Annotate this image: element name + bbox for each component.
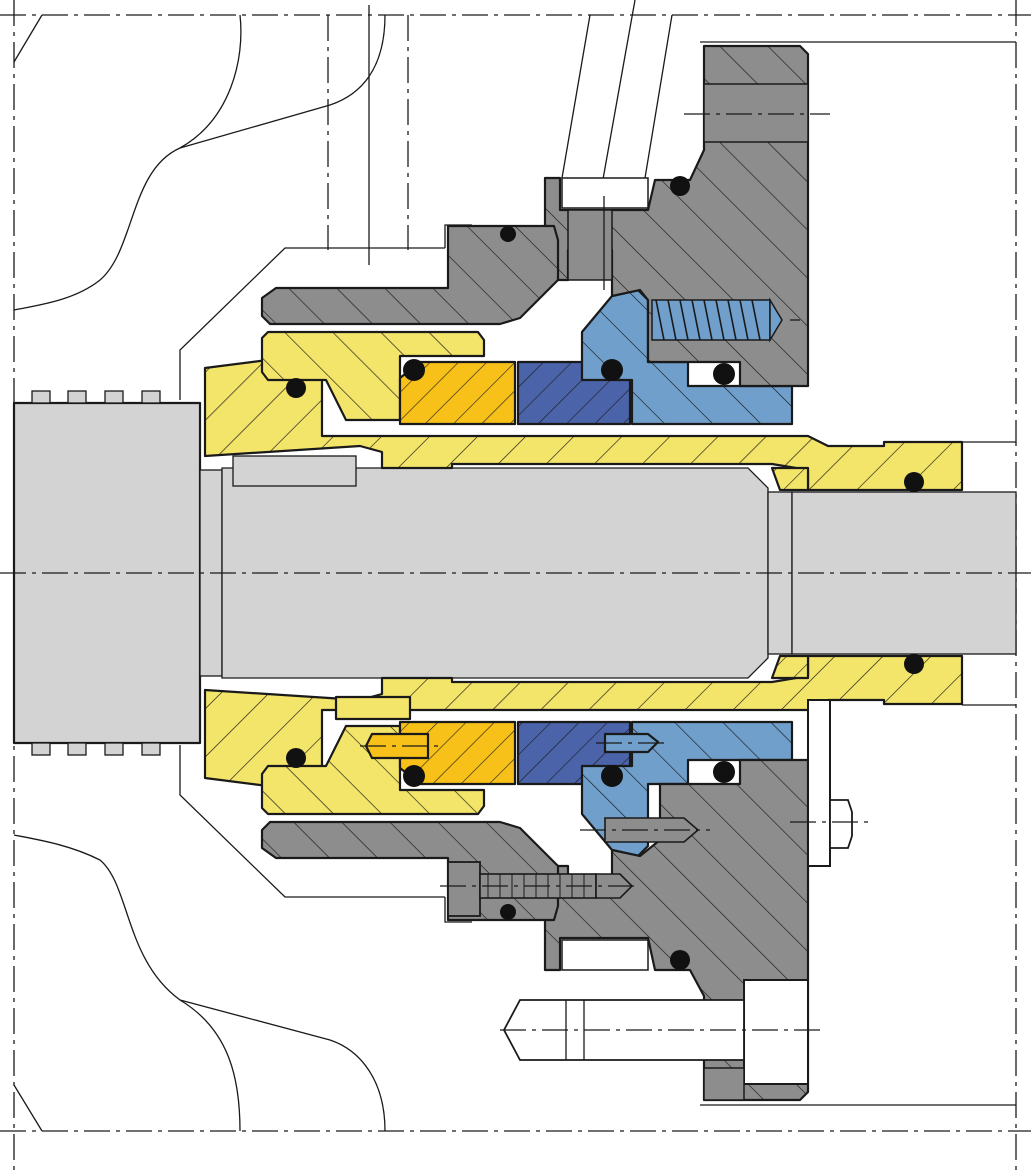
shaft-sleeve [203, 330, 964, 816]
spring [651, 297, 783, 343]
hole-centrelines [360, 113, 870, 1031]
screws [447, 817, 745, 1061]
shaft [0, 390, 1031, 756]
o-rings [286, 176, 924, 970]
shaft-spline-teeth [31, 390, 161, 756]
casing-outline [13, 0, 1016, 1132]
